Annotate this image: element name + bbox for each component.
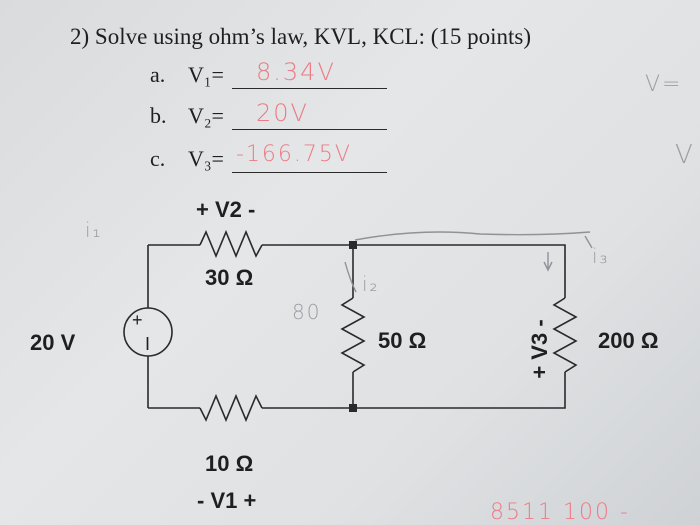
- handwritten-i2: i₂: [362, 272, 380, 296]
- handwritten-answer-v2: 20V: [256, 99, 309, 127]
- label-v3: + V3 -: [527, 319, 552, 379]
- source-plus-sign: +: [132, 310, 143, 330]
- label-r10: 10 Ω: [205, 451, 254, 476]
- handwritten-answer-v1: 8.34V: [256, 58, 336, 86]
- handwritten-80: 80: [292, 300, 322, 324]
- answer-label-v1: V₁=: [188, 62, 224, 87]
- source-minus-sign: I: [145, 334, 151, 354]
- handwritten-tick: [584, 235, 593, 249]
- node-bottom: [349, 404, 357, 412]
- voltage-source-circle: [123, 307, 173, 357]
- handwritten-current-line: [354, 231, 591, 241]
- handwritten-i3: i₃: [592, 244, 610, 268]
- answer-letter-a: a.: [150, 62, 166, 87]
- handwritten-arrow-i3: [543, 252, 553, 272]
- handwritten-answer-v3: -166.75V: [236, 142, 352, 167]
- wire-right-upper: [353, 244, 566, 298]
- answer-line-c: [232, 172, 387, 173]
- label-source-20v: 20 V: [30, 330, 76, 355]
- resistor-200-zigzag: [552, 297, 578, 373]
- label-r30: 30 Ω: [205, 265, 254, 290]
- resistor-30-zigzag: [199, 229, 263, 259]
- answer-row-b: b. V₂=: [150, 103, 224, 129]
- answer-line-b: [232, 129, 387, 130]
- answer-label-v3: V₃=: [188, 146, 224, 171]
- answer-letter-c: c.: [150, 146, 166, 171]
- label-r50: 50 Ω: [378, 328, 427, 353]
- handwritten-arrow-i2: [344, 261, 357, 293]
- resistor-50-zigzag: [340, 297, 366, 373]
- answer-label-v2: V₂=: [188, 103, 224, 128]
- answer-row-a: a. V₁=: [150, 62, 224, 88]
- answer-row-c: c. V₃=: [150, 146, 224, 172]
- label-v2: + V2 -: [196, 197, 256, 222]
- margin-note-bottom: V: [675, 140, 695, 170]
- resistor-10-zigzag: [199, 393, 263, 423]
- question-title: 2) Solve using ohm’s law, KVL, KCL: (15 …: [70, 24, 532, 49]
- bottom-handwriting: 8511 100 -: [490, 500, 630, 525]
- answer-line-a: [232, 88, 387, 89]
- margin-note-top: V=: [645, 72, 683, 97]
- label-v1: - V1 +: [197, 488, 257, 513]
- node-top: [349, 241, 357, 249]
- answer-letter-b: b.: [150, 103, 167, 128]
- handwritten-i1: i₁: [85, 218, 103, 242]
- wire-right-lower: [353, 372, 566, 409]
- label-r200: 200 Ω: [598, 328, 659, 353]
